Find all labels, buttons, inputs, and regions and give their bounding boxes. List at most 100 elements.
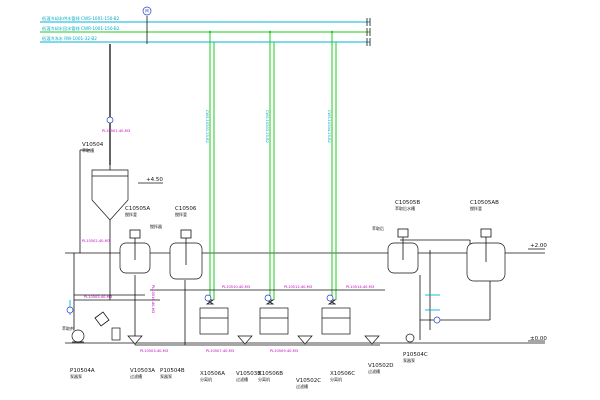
right-line-label: PL10516-40-M3 xyxy=(151,285,155,313)
separator-c: X10506C 分离机 xyxy=(321,294,355,382)
instrument-bubble-top xyxy=(142,6,152,16)
header-label-3: 低温冷冻水 RW-1001-32-B2 xyxy=(42,35,97,42)
v10502d-tag: V10502D xyxy=(368,363,394,369)
filter-tanks: V10503A 过滤槽 V10503B 过滤槽 V10502C 过滤槽 V105… xyxy=(127,335,394,389)
drop-label-2: CWS-10503-25-B2 xyxy=(265,110,269,143)
v10504-tag: V10504 xyxy=(82,142,104,148)
v10502c-name: 过滤槽 xyxy=(296,383,308,389)
v10504-shape xyxy=(91,169,129,221)
cooling-water-drops: CWS-10502-25-B2 CWS-10503-25-B2 CWS-1050… xyxy=(205,30,337,305)
v10503b-name: 过滤槽 xyxy=(236,376,248,382)
pump-inst xyxy=(66,306,74,314)
top-instrument: M xyxy=(142,6,152,44)
note-flange-1: 搅拌器 xyxy=(150,223,162,229)
v10504-name: 萃取槽 xyxy=(82,147,94,153)
p10504a-tag: P10504A xyxy=(70,368,95,374)
x10506c-name: 分离机 xyxy=(330,376,342,382)
c10505b-name: 萃取后水槽 xyxy=(395,205,415,211)
elevation-upper: +4.50 xyxy=(146,177,163,183)
p10504c-tag: P10504C xyxy=(403,352,428,358)
c10506-vessel: C10506 搅拌釜 xyxy=(169,206,203,280)
p10504a-body xyxy=(71,329,85,343)
v10502c-tag: V10502C xyxy=(296,378,321,384)
to-sep-c-label: PL10514-40-M3 xyxy=(346,285,374,289)
bottom-a-label: PL10503-40-M3 xyxy=(140,349,168,353)
pumps: P10504A 泵器泵 P10504B 泵器泵 P10504C 泵器泵 xyxy=(70,311,428,379)
c10505ab-vessel: C10505AB 搅拌釜 xyxy=(466,200,506,282)
c10505a-vessel: C10505A 搅拌釜 xyxy=(119,206,151,274)
v10504-inst xyxy=(106,116,114,124)
p10504a-name: 泵器泵 xyxy=(70,374,82,379)
to-sep-a-label: PL10510-40-M3 xyxy=(222,285,250,289)
p10504b-tag: P10504B xyxy=(160,368,185,374)
x10506c-body xyxy=(321,307,351,335)
line-labels: PL10502-40-M3 PL10505-40-M3 PL10510-40-M… xyxy=(82,239,374,353)
separator-a: X10506A 分离机 xyxy=(199,294,229,382)
drop-label-3: CWS-10504-25-B2 xyxy=(327,110,331,143)
v10503b-tag: V10503B xyxy=(236,371,261,377)
c10505a-tag: C10505A xyxy=(125,206,150,212)
x10506c-inst xyxy=(326,294,334,302)
v10503a-tag: V10503A xyxy=(130,368,155,374)
x10506a-tag: X10506A xyxy=(200,371,225,377)
p10504b-name: 泵器泵 xyxy=(160,374,172,379)
instrument-tag-top: M xyxy=(145,9,149,14)
v10502c-shape xyxy=(297,335,313,345)
header-label-2: 低温冷却水回水管线 CWR-1001-150-B2 xyxy=(42,25,120,32)
x10506a-body xyxy=(199,307,229,335)
pump-out-label: PL10505-40-M3 xyxy=(84,295,112,299)
x10506b-body xyxy=(259,307,289,335)
x10506c-tag: X10506C xyxy=(330,371,355,377)
header-lines: 低温冷却水供水管线 CWS-1001-150-B2 低温冷却水回水管线 CWR-… xyxy=(40,15,371,46)
p10504c-name: 泵器泵 xyxy=(403,358,415,363)
c10505ab-name: 搅拌釜 xyxy=(470,205,482,211)
junction-3 xyxy=(330,30,334,34)
c10505b-motor xyxy=(397,228,409,238)
drop-label-1: CWS-10502-25-B2 xyxy=(205,110,209,143)
elevation-mid: +2.00 xyxy=(530,243,547,249)
header-label-1: 低温冷却水供水管线 CWS-1001-150-B2 xyxy=(42,15,120,22)
to-sep-b-label: PL10512-40-M3 xyxy=(284,285,312,289)
x10506b-tag: X10506B xyxy=(258,371,283,377)
valve-drop-3 xyxy=(327,299,337,305)
valve-drop-1 xyxy=(205,299,215,305)
junction-1 xyxy=(208,30,212,34)
process-lines xyxy=(73,44,491,346)
v10503a-shape xyxy=(127,335,143,345)
c10505b-tag: C10505B xyxy=(395,200,420,206)
bottom-c-label: PL10509-40-M3 xyxy=(270,349,298,353)
main-feed-label: PL10501-40-M3 xyxy=(102,129,130,133)
v10502d-shape xyxy=(364,335,380,345)
c10506-motor xyxy=(180,229,192,239)
c10505ab-tag: C10505AB xyxy=(470,200,499,206)
c10505a-name: 搅拌釜 xyxy=(125,211,137,217)
valve-drop-2 xyxy=(265,299,275,305)
c10505b-vessel: C10505B 萃取后水槽 xyxy=(387,200,420,274)
separator-b: X10506B 分离机 xyxy=(258,294,289,382)
p10504b-body xyxy=(111,327,121,341)
c10505a-motor xyxy=(129,229,141,239)
chilled-details xyxy=(66,294,441,324)
v10504-tank: V10504 萃取槽 PL10501-40-M3 xyxy=(82,116,130,221)
x10506b-name: 分离机 xyxy=(258,376,270,382)
v10503a-name: 过滤槽 xyxy=(130,373,142,379)
right-inst xyxy=(433,316,441,324)
note-flange-3: 萃取剂 xyxy=(62,325,74,331)
vent-label: PL10502-40-M3 xyxy=(82,239,110,243)
bottom-b-label: PL10507-40-M3 xyxy=(206,349,234,353)
small-notes: 搅拌器 萃取后 萃取剂 xyxy=(62,223,384,331)
elevation-floor: ±0.00 xyxy=(530,336,547,342)
c10506-name: 搅拌釜 xyxy=(175,211,187,217)
c10506-tag: C10506 xyxy=(175,206,197,212)
x10506b-inst xyxy=(264,294,272,302)
x10506a-name: 分离机 xyxy=(200,376,212,382)
x10506a-inst xyxy=(204,294,212,302)
note-flange-2: 萃取后 xyxy=(372,225,384,231)
v10502d-name: 过滤槽 xyxy=(368,368,380,374)
v10503b-shape xyxy=(237,335,253,345)
p10504c-body xyxy=(405,333,415,343)
strainer xyxy=(94,311,110,327)
c10505ab-motor xyxy=(480,228,492,238)
junction-2 xyxy=(268,30,272,34)
